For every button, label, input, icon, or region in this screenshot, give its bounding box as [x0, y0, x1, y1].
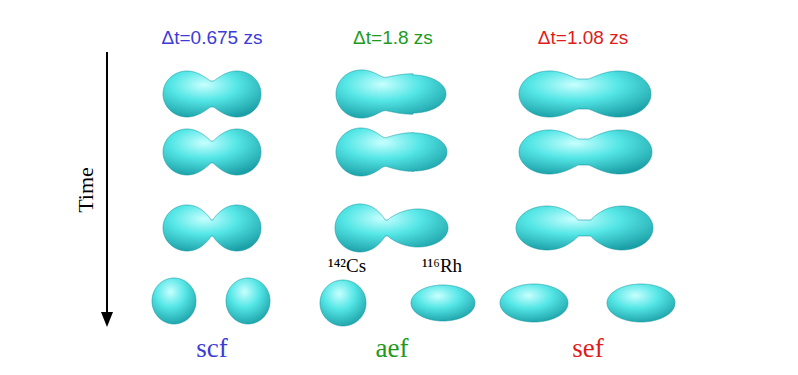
mode-label: scf — [196, 334, 227, 364]
mode-label: aef — [376, 334, 409, 364]
nucleus-shape — [335, 204, 448, 252]
fragment-label: ¹¹⁶Rh — [422, 256, 462, 277]
nucleus-shape — [163, 71, 261, 117]
nucleus-shape — [320, 280, 366, 326]
nucleus-shape — [607, 284, 675, 322]
fragment-label: ¹⁴²Cs — [328, 256, 366, 277]
nucleus-shape — [516, 206, 653, 250]
axis-label: Time — [74, 167, 98, 213]
nucleus-shape — [336, 70, 446, 118]
nucleus-shape — [519, 71, 651, 117]
time-arrowhead — [101, 312, 113, 327]
nucleus-shape — [500, 284, 568, 322]
time-step-label: Δt=0.675 zs — [162, 28, 263, 49]
nucleus-shape — [152, 278, 196, 324]
nucleus-shape — [336, 128, 447, 176]
time-step-label: Δt=1.08 zs — [538, 28, 628, 49]
time-step-label: Δt=1.8 zs — [353, 28, 433, 49]
nucleus-shape — [411, 285, 475, 321]
nucleus-shape — [163, 205, 261, 251]
nucleus-shape — [519, 130, 652, 174]
mode-label: sef — [572, 334, 603, 364]
time-axis — [106, 52, 108, 314]
nucleus-shape — [163, 129, 261, 175]
nucleus-shape — [226, 278, 270, 324]
